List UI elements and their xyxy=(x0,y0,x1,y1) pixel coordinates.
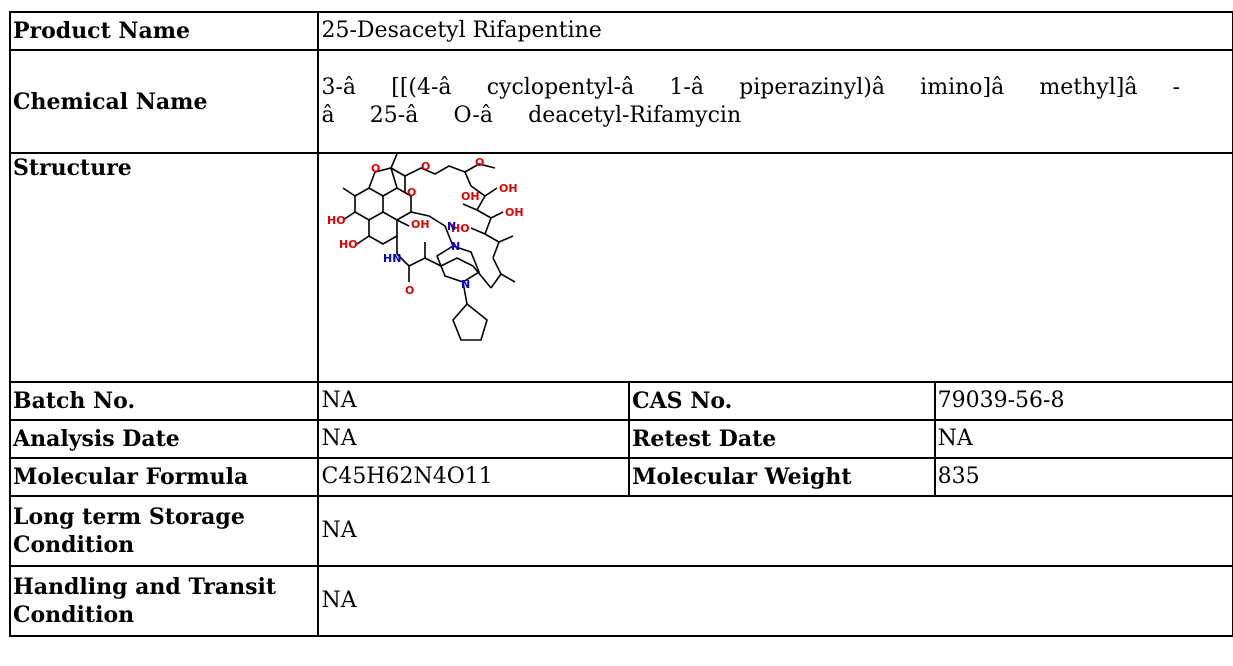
molecular-formula-value: C45H62N4O11 xyxy=(317,457,631,497)
retest-date-value: NA xyxy=(933,419,1233,459)
molecular-weight-label: Molecular Weight xyxy=(628,457,936,497)
chemical-structure-image: O O O O OH OH OH HO HO OH HO N N N HN O xyxy=(327,154,524,341)
structure-label: Structure xyxy=(8,152,320,383)
retest-date-label: Retest Date xyxy=(628,419,936,459)
atom-n3: N xyxy=(461,278,470,291)
storage-condition-value: NA xyxy=(317,495,1233,567)
atom-oh4: HO xyxy=(327,214,346,227)
structure-atom-labels: O O O O OH OH OH HO HO OH HO N N N HN O xyxy=(327,156,524,297)
product-spec-table: Product Name 25-Desacetyl Rifapentine Ch… xyxy=(8,11,1233,637)
atom-n1: N xyxy=(447,220,456,233)
atom-o2: O xyxy=(407,186,416,199)
product-name-label: Product Name xyxy=(8,11,320,51)
row-handling: Handling and Transit Condition NA xyxy=(8,565,1233,637)
atom-o4: O xyxy=(475,156,484,169)
atom-oh1: OH xyxy=(499,182,518,195)
cas-value: 79039-56-8 xyxy=(933,381,1233,421)
atom-hn: HN xyxy=(383,252,401,265)
atom-o5: O xyxy=(405,284,414,297)
atom-oh5: HO xyxy=(339,238,358,251)
cas-label: CAS No. xyxy=(628,381,936,421)
chemical-name-value: 3-â[[(4-âcyclopentyl-â1-âpiperaz… xyxy=(317,49,1233,154)
atom-o3: O xyxy=(421,160,430,173)
atom-oh7: HO xyxy=(451,222,470,235)
batch-label: Batch No. xyxy=(8,381,320,421)
atom-oh6: OH xyxy=(461,190,480,203)
batch-value: NA xyxy=(317,381,631,421)
handling-condition-label: Handling and Transit Condition xyxy=(8,565,320,637)
row-chemical-name: Chemical Name 3-â[[(4-âcyclopentyl-â… xyxy=(8,49,1233,154)
atom-oh3: OH xyxy=(411,218,430,231)
row-analysis: Analysis Date NA Retest Date NA xyxy=(8,419,1233,459)
chemical-name-label: Chemical Name xyxy=(8,49,320,154)
structure-cell: O O O O OH OH OH HO HO OH HO N N N HN O xyxy=(317,152,1233,383)
structure-bonds xyxy=(343,154,516,341)
molecular-formula-label: Molecular Formula xyxy=(8,457,320,497)
atom-n2: N xyxy=(451,240,460,253)
row-storage: Long term Storage Condition NA xyxy=(8,495,1233,567)
row-product-name: Product Name 25-Desacetyl Rifapentine xyxy=(8,11,1233,51)
row-structure: Structure xyxy=(8,152,1233,383)
atom-o1: O xyxy=(371,162,380,175)
analysis-date-label: Analysis Date xyxy=(8,419,320,459)
product-name-value: 25-Desacetyl Rifapentine xyxy=(317,11,1233,51)
row-batch: Batch No. NA CAS No. 79039-56-8 xyxy=(8,381,1233,421)
row-formula: Molecular Formula C45H62N4O11 Molecular … xyxy=(8,457,1233,497)
atom-oh2: OH xyxy=(505,206,524,219)
handling-condition-value: NA xyxy=(317,565,1233,637)
analysis-date-value: NA xyxy=(317,419,631,459)
storage-condition-label: Long term Storage Condition xyxy=(8,495,320,567)
molecular-weight-value: 835 xyxy=(933,457,1233,497)
